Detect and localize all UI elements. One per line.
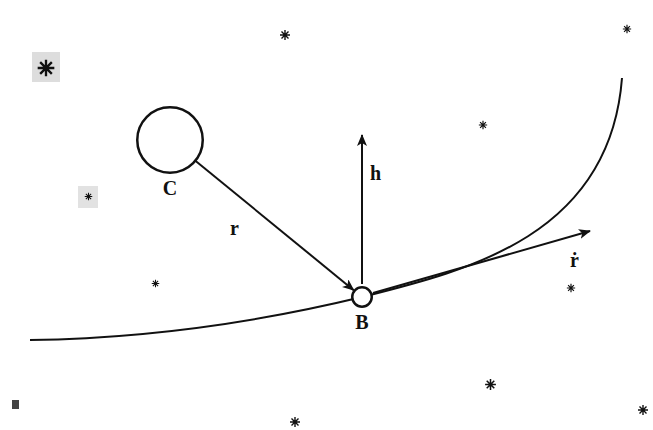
- vector-label: r: [230, 218, 239, 238]
- circle-outline: [351, 286, 373, 308]
- body-node: B: [351, 286, 373, 332]
- h-vector: [361, 135, 363, 284]
- star-patch: [78, 186, 98, 208]
- orbit-path: [30, 78, 622, 340]
- body-label: B: [351, 312, 373, 332]
- velocity-vector: [373, 231, 590, 293]
- star-patch: [32, 52, 60, 82]
- position-vector: [195, 161, 353, 290]
- vector-label: h: [370, 163, 381, 183]
- body-node: C: [136, 106, 204, 198]
- star-field: [12, 25, 648, 427]
- circle-outline: [136, 106, 204, 174]
- body-label: C: [136, 178, 204, 198]
- vector-label: ṙ: [570, 250, 579, 270]
